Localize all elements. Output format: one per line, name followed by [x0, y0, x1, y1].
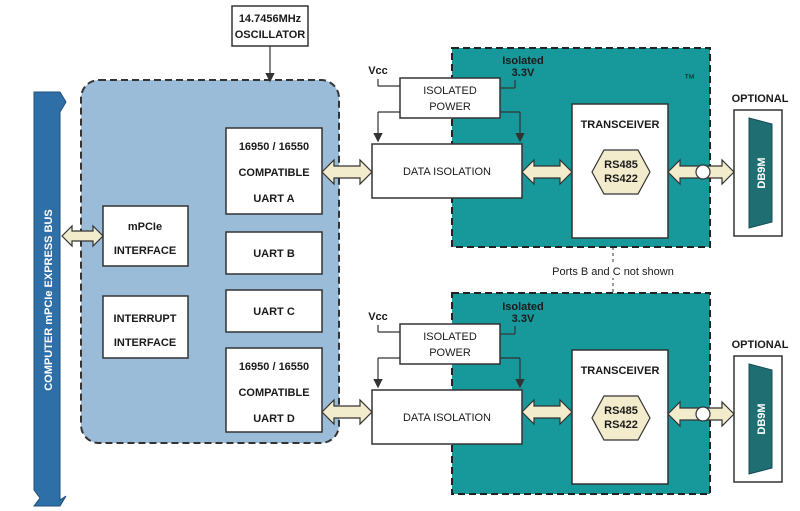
svg-text:RS485: RS485 [604, 405, 638, 417]
svg-text:POWER: POWER [429, 101, 471, 113]
svg-text:POWER: POWER [429, 347, 471, 359]
db9-connector-top [748, 117, 773, 229]
uart-b-box: UART B [225, 231, 323, 275]
isolated-channel-bottom: Vcc Isolated 3.3V ISOLATED POWER DATA IS… [321, 292, 789, 495]
svg-text:OSCILLATOR: OSCILLATOR [235, 29, 306, 41]
isolated-label-bottom: Isolated [502, 301, 544, 313]
rs485-arrow-top [591, 149, 651, 195]
computer-bus: COMPUTER mPCIe EXPRESS BUS [33, 91, 67, 507]
svg-text:RS422: RS422 [604, 173, 638, 185]
isolation-transceiver-arrow-top [521, 158, 573, 186]
svg-text:16950 / 16550: 16950 / 16550 [239, 361, 309, 373]
svg-text:RS422: RS422 [604, 419, 638, 431]
vcc-label-bottom: Vcc [368, 311, 388, 323]
interrupt-interface-box: INTERRUPT INTERFACE [102, 295, 189, 359]
uart-a-isolation-arrow [321, 158, 373, 186]
data-isolation-box-top [371, 143, 523, 199]
uart-c-box: UART C [225, 289, 323, 333]
bus-mpcie-arrow [61, 224, 104, 248]
svg-text:COMPATIBLE: COMPATIBLE [238, 167, 309, 179]
oscillator-box: 14.7456MHz OSCILLATOR [231, 5, 309, 83]
data-isolation-box-bottom [371, 389, 523, 445]
svg-text:UART B: UART B [253, 248, 295, 260]
isolated-power-box-top [399, 77, 501, 119]
ports-note: Ports B and C not shown [552, 266, 674, 278]
isolated-label-top: Isolated [502, 55, 544, 67]
isolated-channel-top: Vcc Isolated 3.3V ™ ISOLATED POWER DATA … [321, 47, 789, 248]
rs485-arrow-bottom [591, 395, 651, 441]
ports-note-bg [548, 262, 678, 278]
isolated-voltage-top: 3.3V [512, 67, 535, 79]
optional-label-bottom: OPTIONAL [732, 339, 789, 351]
isolation-transceiver-arrow-bottom [521, 398, 573, 426]
svg-text:TRANSCEIVER: TRANSCEIVER [581, 365, 660, 377]
svg-text:INTERFACE: INTERFACE [114, 245, 176, 257]
trademark: ™ [684, 73, 695, 85]
vcc-label-top: Vcc [368, 65, 388, 77]
uart-d-box: 16950 / 16550 COMPATIBLE UART D [225, 347, 323, 433]
isolated-power-box-bottom [399, 323, 501, 365]
svg-text:ISOLATED: ISOLATED [423, 331, 477, 343]
svg-text:INTERFACE: INTERFACE [114, 337, 176, 349]
svg-text:ISOLATED: ISOLATED [423, 85, 477, 97]
svg-text:COMPATIBLE: COMPATIBLE [238, 387, 309, 399]
db9-label-bottom: DB9M [756, 403, 768, 434]
svg-text:DATA ISOLATION: DATA ISOLATION [403, 166, 491, 178]
svg-text:14.7456MHz: 14.7456MHz [239, 13, 302, 25]
mpcie-interface-box: mPCIe INTERFACE [102, 205, 189, 267]
uart-d-isolation-arrow [321, 398, 373, 426]
svg-text:mPCIe: mPCIe [128, 221, 162, 233]
svg-text:TRANSCEIVER: TRANSCEIVER [581, 119, 660, 131]
svg-text:UART C: UART C [253, 306, 295, 318]
db9-label-top: DB9M [756, 157, 768, 188]
isolated-voltage-bottom: 3.3V [512, 313, 535, 325]
svg-text:DATA ISOLATION: DATA ISOLATION [403, 412, 491, 424]
svg-text:16950 / 16550: 16950 / 16550 [239, 141, 309, 153]
uart-a-box: 16950 / 16550 COMPATIBLE UART A [225, 127, 323, 215]
bus-label: COMPUTER mPCIe EXPRESS BUS [43, 209, 55, 391]
svg-text:UART D: UART D [253, 413, 295, 425]
svg-text:RS485: RS485 [604, 159, 638, 171]
svg-text:INTERRUPT: INTERRUPT [114, 313, 177, 325]
optional-label-top: OPTIONAL [732, 93, 789, 105]
db9-connector-bottom [748, 363, 773, 475]
svg-text:UART A: UART A [253, 193, 294, 205]
